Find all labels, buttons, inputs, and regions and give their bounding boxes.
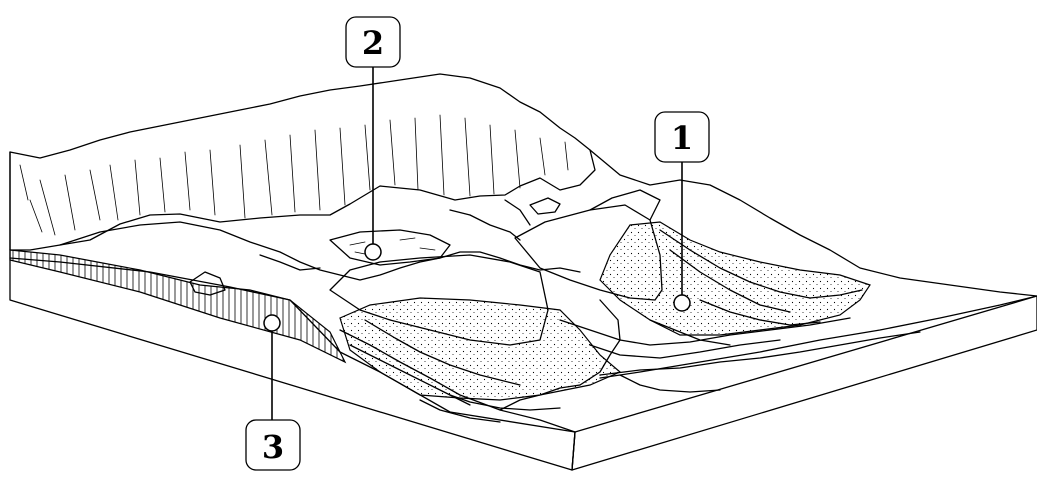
hatched-layer xyxy=(10,250,345,362)
marker-3 xyxy=(264,315,280,331)
callout-3-label: 3 xyxy=(262,428,284,466)
marker-1 xyxy=(674,295,690,311)
callout-1: 1 xyxy=(655,112,709,162)
callout-2-label: 2 xyxy=(362,24,384,62)
callout-2: 2 xyxy=(346,17,400,67)
alluvial-plain-right xyxy=(600,222,870,335)
escarpment xyxy=(10,74,595,250)
wetland xyxy=(260,200,530,270)
marker-2 xyxy=(365,244,381,260)
callout-3: 3 xyxy=(246,420,300,470)
callout-1-label: 1 xyxy=(671,119,693,157)
